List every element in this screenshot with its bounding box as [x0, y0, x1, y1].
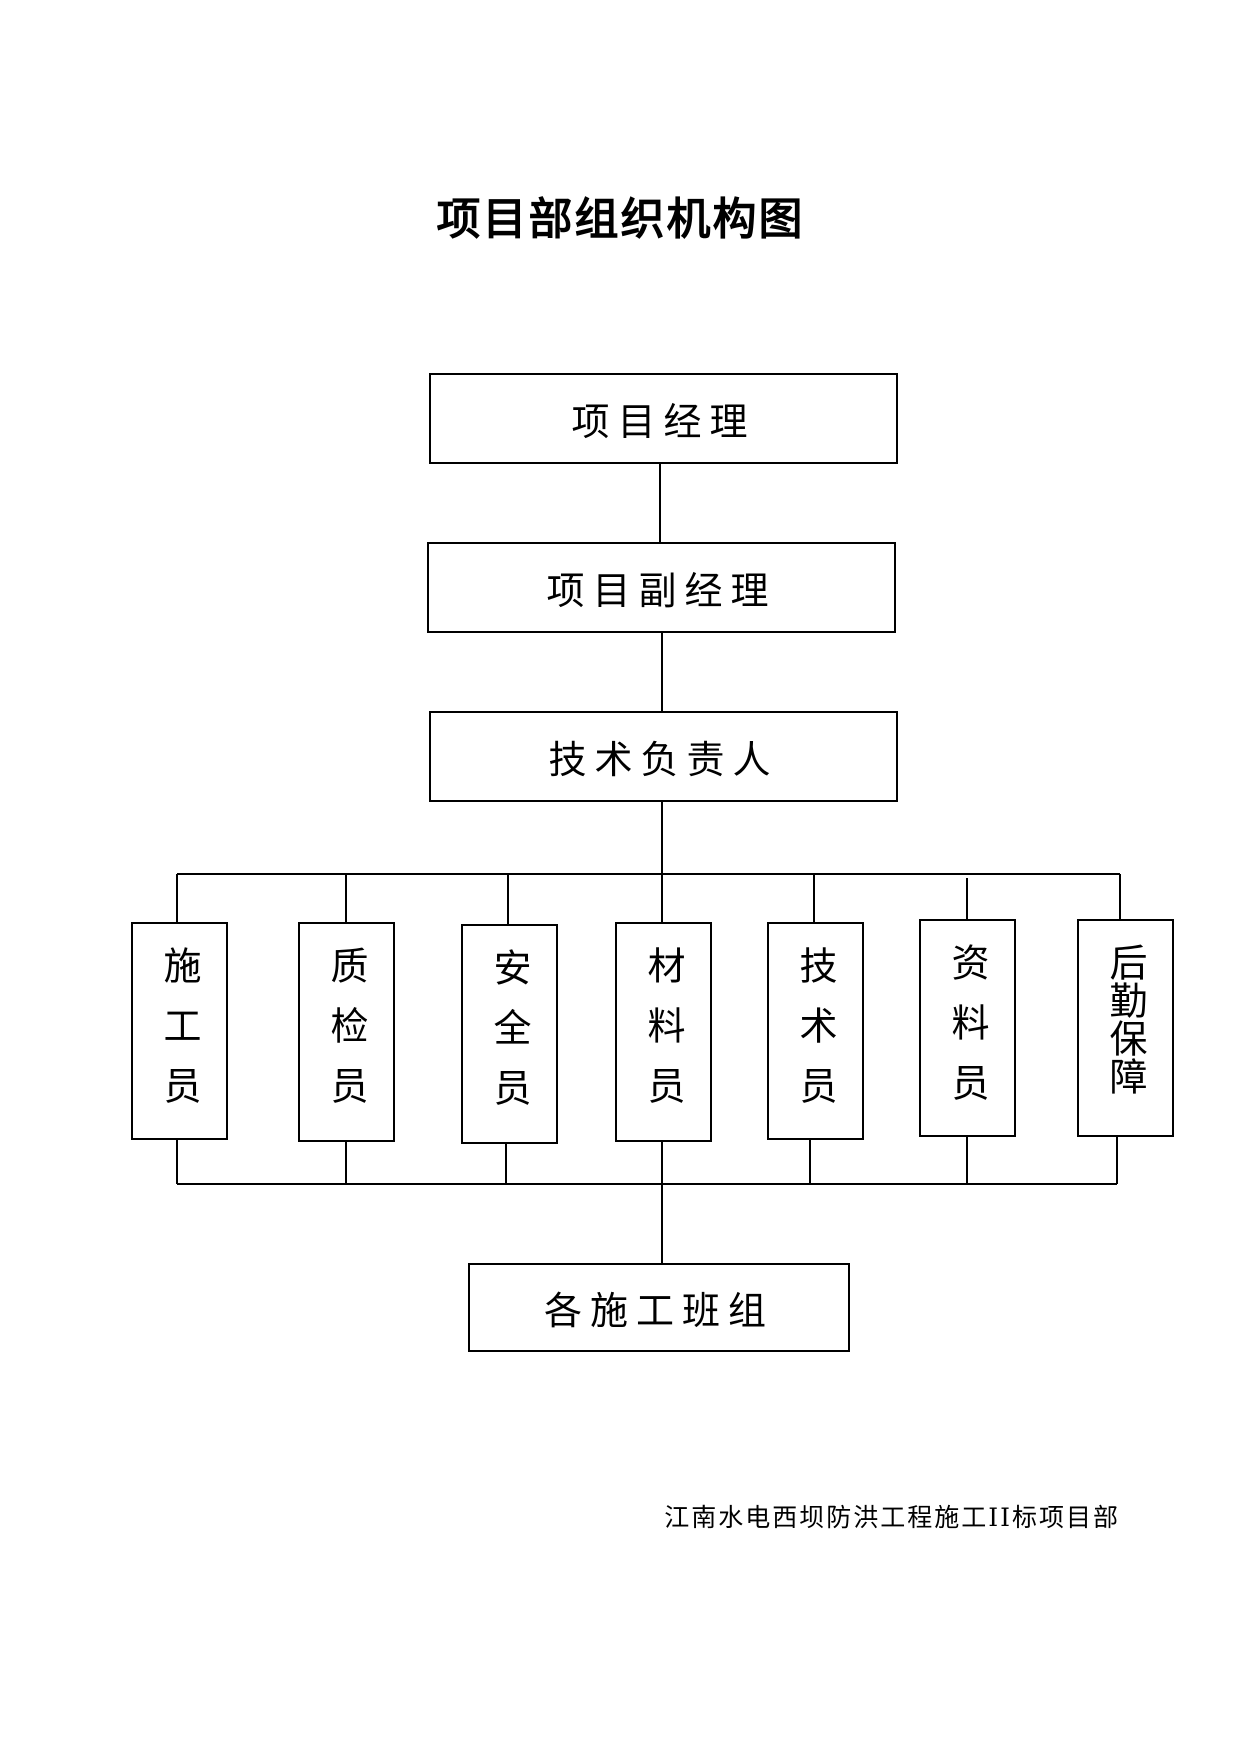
footer-organization: 江南水电西坝防洪工程施工II标项目部 [664, 1503, 1120, 1532]
node-label: 项目经理 [571, 400, 756, 444]
page-title: 项目部组织机构图 [436, 194, 805, 245]
node-deputy-manager: 项目副经理 [427, 542, 896, 633]
node-dept-safety: 安全员 [461, 924, 558, 1144]
node-dept-construction: 施工员 [131, 922, 228, 1140]
node-dept-quality: 质检员 [298, 922, 395, 1142]
node-label: 技术负责人 [548, 738, 779, 782]
node-dept-technician: 技术员 [767, 922, 864, 1140]
node-label: 质检员 [324, 946, 368, 1126]
node-dept-materials: 材料员 [615, 922, 712, 1142]
node-label: 施工员 [157, 946, 201, 1126]
node-label: 材料员 [641, 946, 685, 1126]
node-label: 资料员 [945, 943, 989, 1123]
node-label: 项目副经理 [546, 569, 777, 613]
node-dept-logistics: 后勤保障 [1077, 919, 1174, 1137]
node-label: 各施工班组 [543, 1289, 774, 1333]
node-construction-teams: 各施工班组 [468, 1263, 850, 1352]
node-technical-lead: 技术负责人 [429, 711, 898, 802]
node-dept-documents: 资料员 [919, 919, 1016, 1137]
node-label: 安全员 [487, 948, 531, 1128]
node-label: 技术员 [793, 946, 837, 1126]
node-project-manager: 项目经理 [429, 373, 898, 464]
node-label: 后勤保障 [1103, 943, 1147, 1095]
